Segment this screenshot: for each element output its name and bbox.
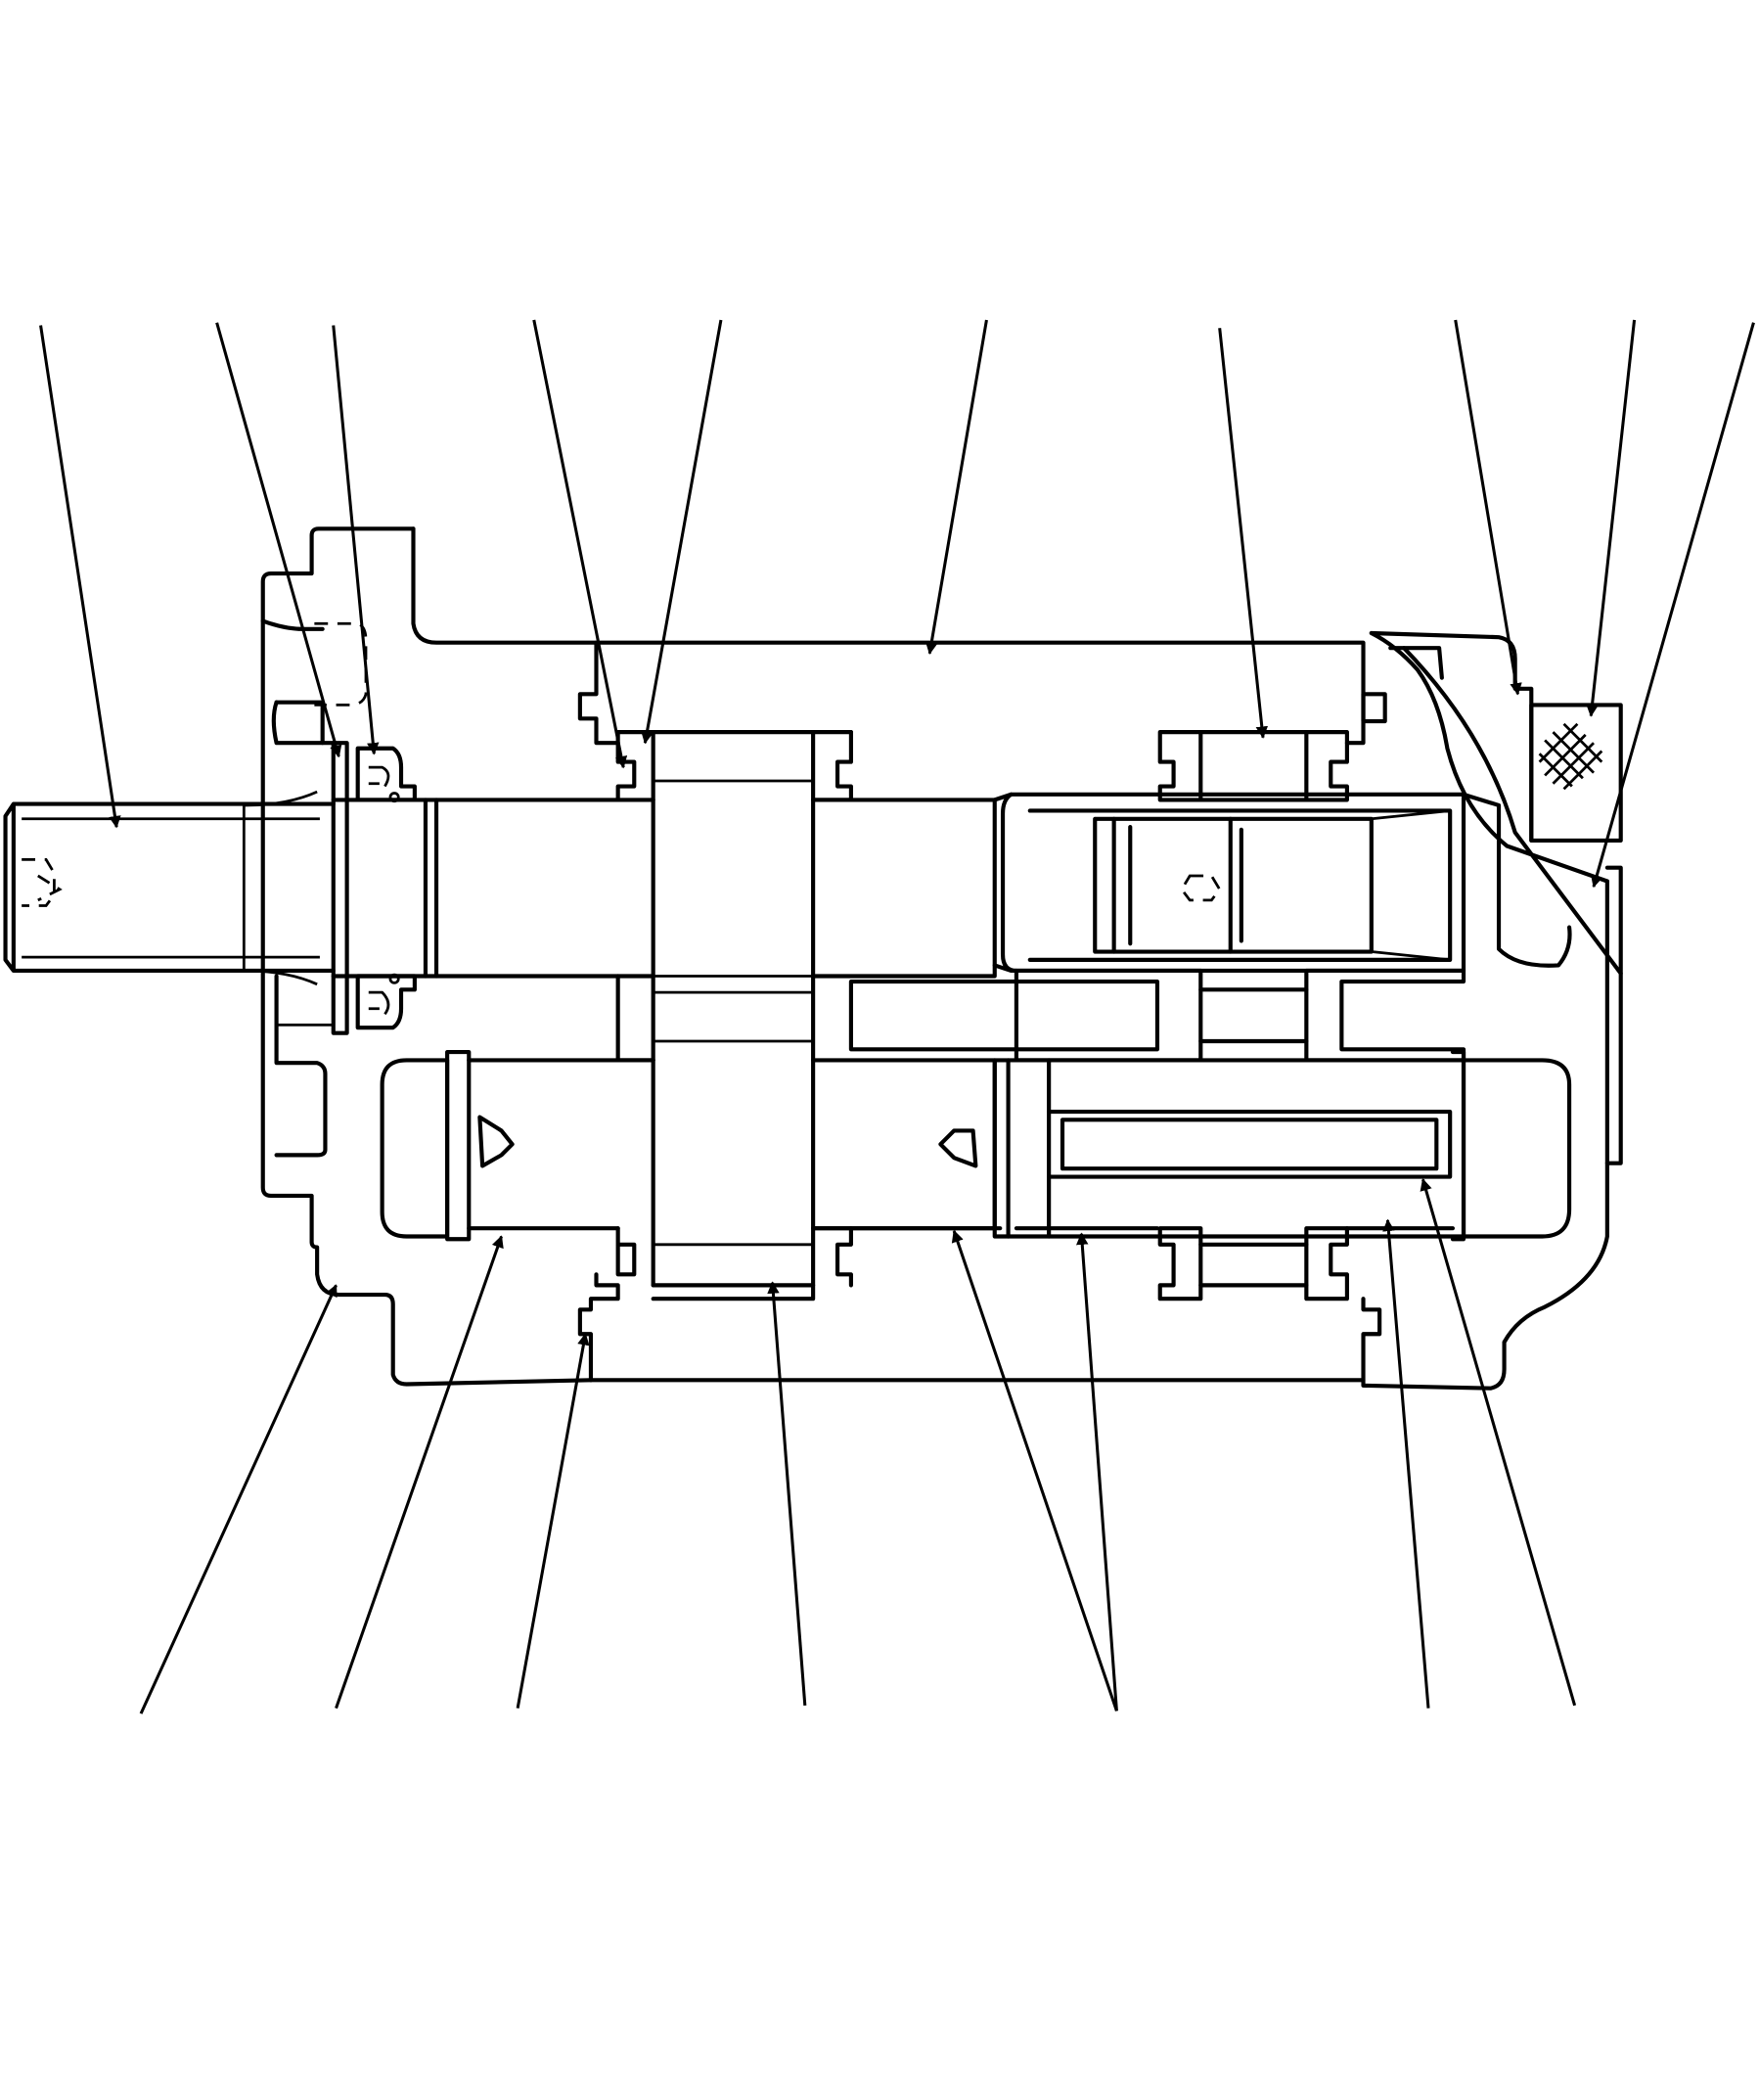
leader-line-2: [215, 322, 342, 758]
driven-gear-left: [380, 1058, 450, 1239]
leader-line-12: [335, 1235, 504, 1710]
leader-line-4: [532, 319, 628, 769]
leader-line-11: [139, 1284, 338, 1714]
leader-line-6: [925, 319, 988, 655]
leader-line-9: [1586, 319, 1637, 717]
leader-line-5: [641, 319, 723, 745]
leader-line-8: [1454, 319, 1522, 696]
leader-line-14: [767, 1281, 807, 1706]
leader-line-17: [1382, 1218, 1430, 1709]
callout-leaders: [39, 319, 1755, 1714]
leader-line-3: [332, 325, 380, 755]
leader-line-16: [1076, 1232, 1118, 1712]
leader-line-15: [951, 1229, 1118, 1712]
leader-line-18: [1420, 1178, 1577, 1707]
front-flange: [260, 526, 594, 1387]
leader-line-7: [1218, 328, 1269, 739]
leader-line-13: [516, 1333, 590, 1709]
shaft-seal: [355, 746, 417, 802]
mesh-hatch: [1538, 722, 1603, 791]
leader-line-10: [1591, 322, 1755, 889]
housing-outline: [3, 526, 1623, 1391]
leader-line-1: [39, 325, 121, 829]
